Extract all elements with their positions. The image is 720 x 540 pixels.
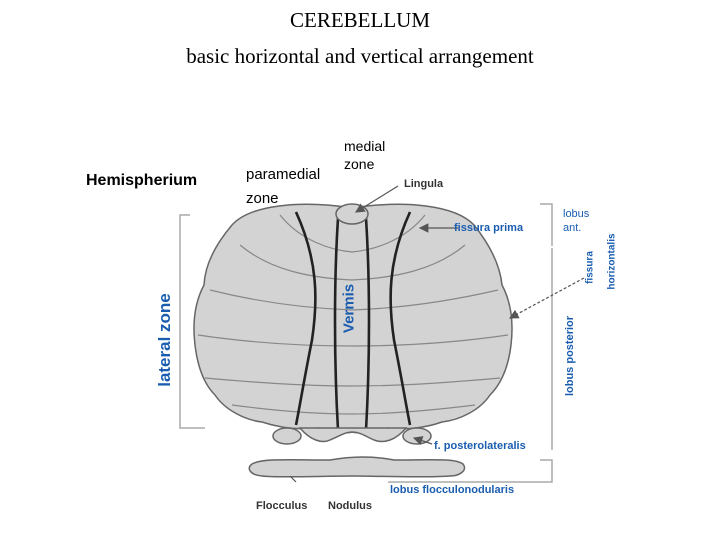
folia-lines <box>197 214 509 415</box>
paramedial-boundary-lines <box>294 211 412 426</box>
lateral-zone-label: lateral zone <box>155 293 174 387</box>
lateral-zone-bracket <box>179 214 205 429</box>
fissura-prima-label: fissura prima <box>454 222 524 234</box>
flocculonodular-lobe <box>248 456 466 478</box>
f-posterolateralis-label: f. posterolateralis <box>434 440 526 452</box>
paramedial-zone-label: zone <box>246 190 279 207</box>
flocculonodularis-bracket <box>388 459 553 483</box>
nodulus-label: Nodulus <box>328 500 372 512</box>
fissura-horizontalis-label-1: fissura <box>584 251 596 284</box>
fissura-horizontalis-label-2: horizontalis <box>606 233 618 290</box>
vermis-lines <box>333 217 371 431</box>
vermis-label: Vermis <box>340 283 358 334</box>
lobus-ant-bracket <box>540 203 553 246</box>
paramedial-label: paramedial <box>246 166 321 183</box>
lobus-posterior-label: lobus posterior <box>564 315 576 397</box>
title-line-1: CEREBELLUM <box>290 8 430 32</box>
flocculus-label: Flocculus <box>256 500 308 512</box>
medial-label: medial <box>344 138 386 154</box>
hemispherium-label: Hemispherium <box>86 172 198 189</box>
lobus-flocculonodularis-label: lobus flocculonodularis <box>390 484 515 496</box>
lingula-label: Lingula <box>404 178 444 190</box>
title-line-2: basic horizontal and vertical arrangemen… <box>186 44 534 68</box>
lobus-ant-label-2: ant. <box>563 222 582 234</box>
pointer-arrows <box>289 185 585 483</box>
lower-lobules <box>272 427 432 445</box>
lobus-ant-label-1: lobus <box>563 208 590 220</box>
medial-zone-label: zone <box>344 156 375 172</box>
